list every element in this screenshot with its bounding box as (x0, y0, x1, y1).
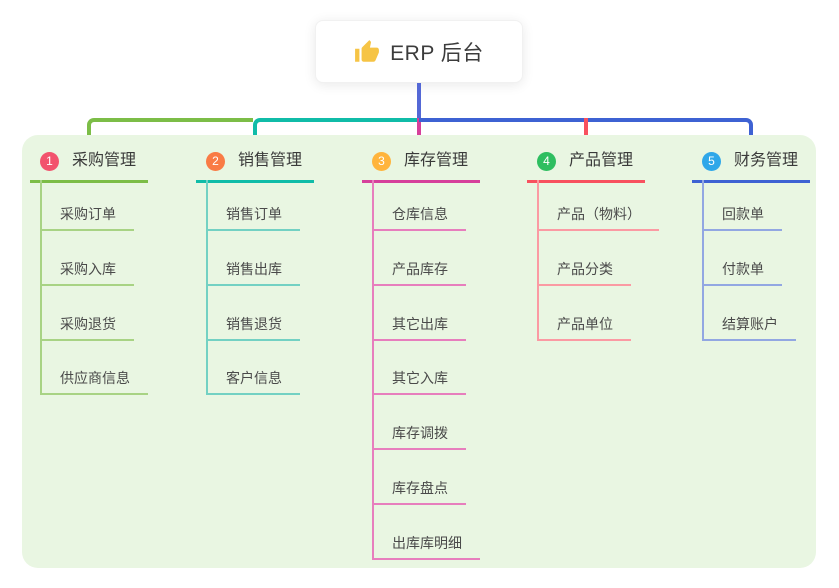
branch-5-title-label: 财务管理 (734, 152, 799, 169)
connector-branch-1 (87, 118, 253, 147)
branch-2-child-4[interactable]: 客户信息 (206, 368, 300, 396)
branch-2-number-badge: 2 (206, 152, 225, 171)
connector-branch-4 (584, 118, 588, 147)
thumbs-up-icon (355, 39, 380, 62)
branch-5-title-node[interactable]: 5 财务管理 (692, 150, 810, 183)
branch-2-child-3[interactable]: 销售退货 (206, 314, 300, 341)
branch-4-number-badge: 4 (537, 152, 556, 171)
branch-5-child-2[interactable]: 付款单 (702, 259, 782, 286)
branch-5-child-1[interactable]: 回款单 (702, 204, 782, 231)
branch-2-child-2[interactable]: 销售出库 (206, 259, 300, 286)
root-node[interactable]: ERP 后台 (315, 20, 523, 83)
branch-1-title-node[interactable]: 1 采购管理 (30, 150, 148, 183)
connector-branch-3 (417, 118, 421, 147)
branch-1-child-3[interactable]: 采购退货 (40, 314, 134, 341)
branch-5-spine (702, 180, 704, 341)
branch-3-child-6[interactable]: 库存盘点 (372, 478, 466, 505)
branch-4-spine (537, 180, 539, 341)
branch-3-child-2[interactable]: 产品库存 (372, 259, 466, 286)
branch-4-title-label: 产品管理 (569, 152, 634, 169)
branch-1-spine (40, 180, 42, 396)
branch-3-child-4[interactable]: 其它入库 (372, 368, 466, 396)
branch-3-child-1[interactable]: 仓库信息 (372, 204, 466, 231)
branch-1-child-1[interactable]: 采购订单 (40, 204, 134, 231)
branches-panel (22, 135, 816, 568)
connector-branch-2 (253, 118, 419, 147)
branch-3-child-5[interactable]: 库存调拨 (372, 423, 466, 451)
branch-3-title-label: 库存管理 (404, 152, 469, 169)
branch-1-number-badge: 1 (40, 152, 59, 171)
branch-3-spine (372, 180, 374, 560)
root-trunk-connector (417, 83, 421, 120)
branch-2-title-label: 销售管理 (238, 152, 303, 169)
branch-4-title-node[interactable]: 4 产品管理 (527, 150, 645, 183)
branch-2-title-node[interactable]: 2 销售管理 (196, 150, 314, 183)
branch-5-number-badge: 5 (702, 152, 721, 171)
branch-4-child-1[interactable]: 产品（物料） (537, 204, 659, 231)
branch-2-spine (206, 180, 208, 396)
branch-1-child-4[interactable]: 供应商信息 (40, 368, 148, 396)
root-node-label: ERP 后台 (390, 41, 484, 65)
branch-1-title-label: 采购管理 (72, 152, 137, 169)
branch-3-title-node[interactable]: 3 库存管理 (362, 150, 480, 183)
branch-5-child-3[interactable]: 结算账户 (702, 314, 796, 341)
branch-3-child-3[interactable]: 其它出库 (372, 314, 466, 341)
branch-4-child-3[interactable]: 产品单位 (537, 314, 631, 341)
branch-4-child-2[interactable]: 产品分类 (537, 259, 631, 286)
branch-2-child-1[interactable]: 销售订单 (206, 204, 300, 231)
branch-1-child-2[interactable]: 采购入库 (40, 259, 134, 286)
branch-3-number-badge: 3 (372, 152, 391, 171)
branch-3-child-7[interactable]: 出库库明细 (372, 533, 480, 560)
